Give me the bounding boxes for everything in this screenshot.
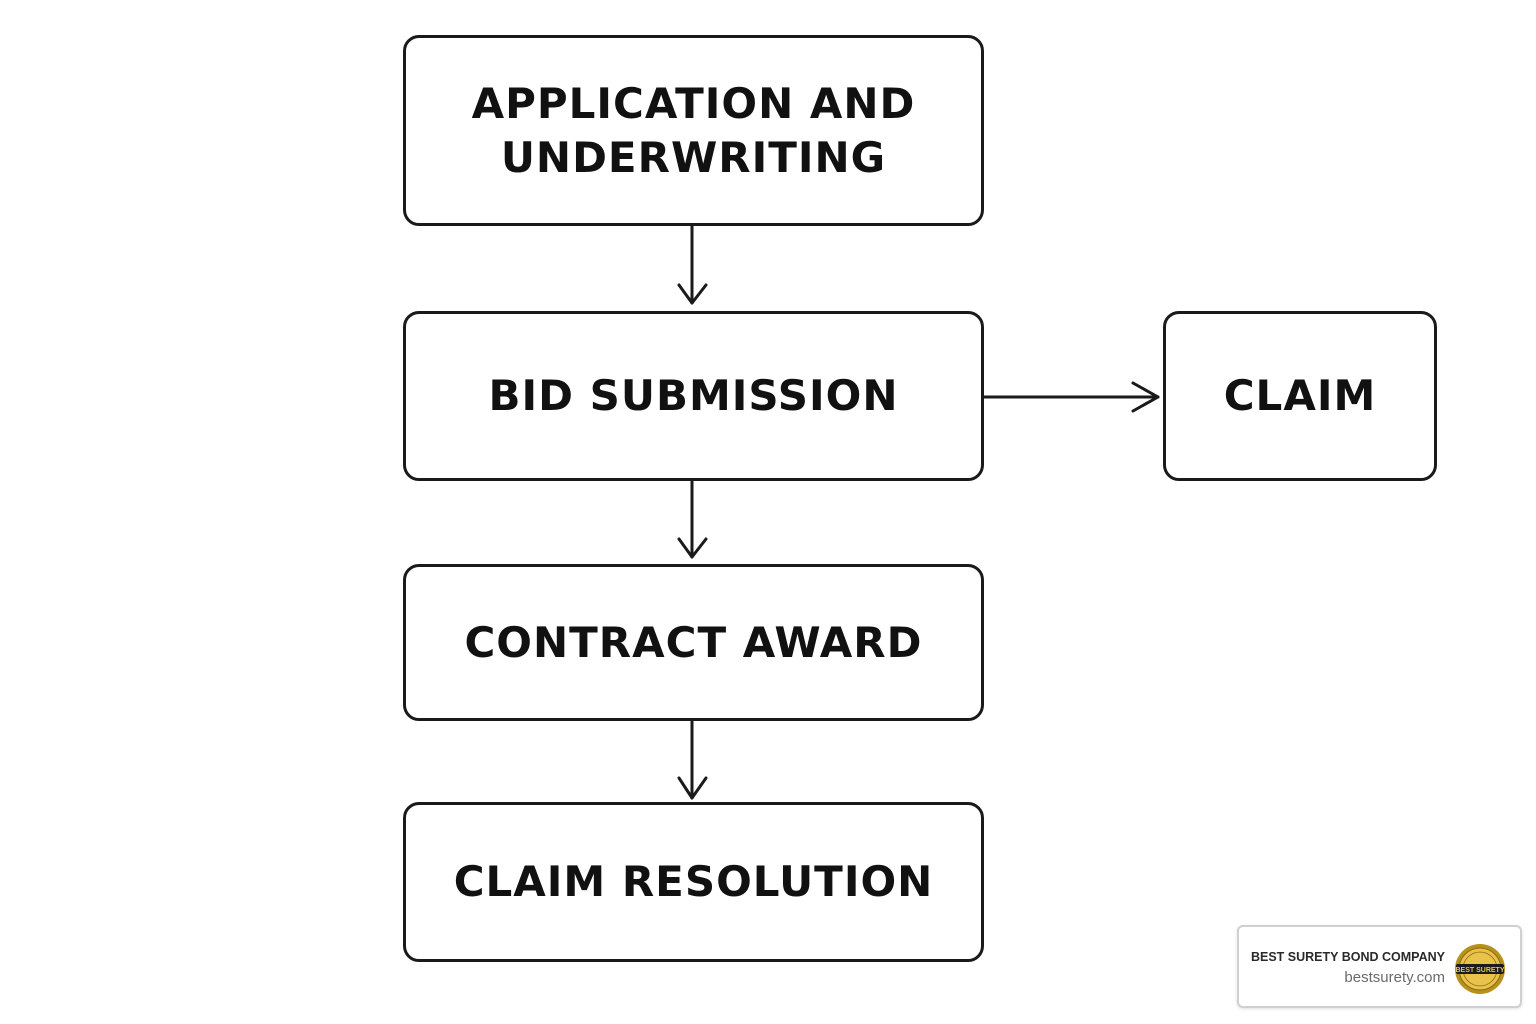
seal-icon: BEST SURETY <box>1455 944 1505 994</box>
node-label-application: APPLICATION AND UNDERWRITING <box>472 77 916 185</box>
node-contract-award: CONTRACT AWARD <box>403 564 984 721</box>
seal-text: BEST SURETY <box>1455 967 1504 974</box>
node-claim: CLAIM <box>1163 311 1437 481</box>
node-label-claim: CLAIM <box>1223 371 1377 420</box>
node-label-line-1: APPLICATION AND <box>471 78 916 128</box>
node-claim-resolution: CLAIM RESOLUTION <box>403 802 984 962</box>
node-label-contract: CONTRACT AWARD <box>464 617 923 667</box>
brand-badge[interactable]: BEST SURETY BOND COMPANY bestsurety.com … <box>1237 925 1522 1008</box>
badge-url[interactable]: bestsurety.com <box>1344 969 1445 986</box>
node-bid-submission: BID SUBMISSION <box>403 311 984 481</box>
edge-contract-to-resolution <box>677 719 708 800</box>
edge-bid-to-contract <box>677 479 708 559</box>
node-label-line-2: UNDERWRITING <box>500 132 887 182</box>
node-label-resolution: CLAIM RESOLUTION <box>453 857 934 906</box>
badge-company-name: BEST SURETY BOND COMPANY <box>1250 950 1445 964</box>
edge-bid-to-claim <box>982 381 1160 413</box>
node-application-and-underwriting: APPLICATION AND UNDERWRITING <box>403 35 984 226</box>
edge-application-to-bid <box>677 224 708 305</box>
node-label-bid: BID SUBMISSION <box>488 371 899 420</box>
